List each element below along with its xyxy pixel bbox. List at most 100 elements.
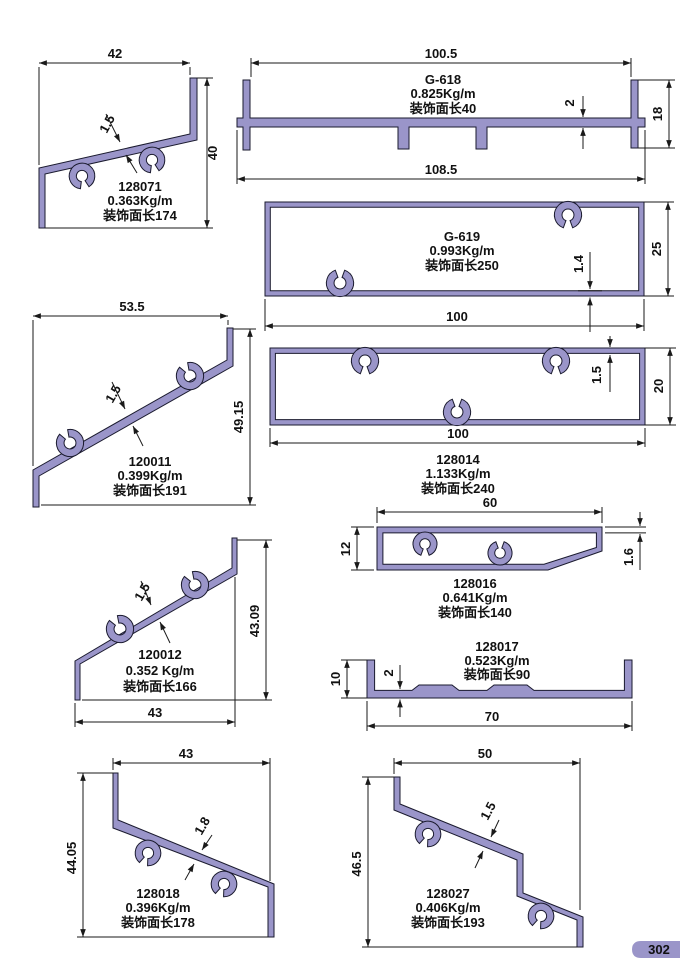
profile-g618: 100.5 2 18 108.5 G-618 0.825Kg/m 装饰面长40 [236,46,675,184]
dimension-height: 12 [338,526,374,571]
dimension-label: 43 [179,746,193,761]
screw-port-icon [541,346,571,375]
dimension-height: 25 [644,201,674,297]
profile-face-length: 装饰面长174 [102,208,177,223]
profile-face-length: 装饰面长178 [120,915,195,930]
profile-model: G-618 [425,72,461,87]
dimension-label: 42 [108,46,122,61]
dimension-label: 108.5 [425,162,458,177]
profile-label: 120012 0.352 Kg/m 装饰面长166 [122,647,197,694]
dimension-top-width: 100.5 [250,46,632,77]
profile-model: 128027 [426,886,469,901]
profile-128017: 10 2 70 128017 0.523Kg/m 装饰面长90 [328,639,633,731]
profile-outline [112,772,275,938]
profile-g619: 25 1.4 100 G-619 0.993Kg/m 装饰面长250 [264,200,674,332]
dimension-label: 50 [478,746,492,761]
profile-face-length: 装饰面长166 [122,679,197,694]
dimension-label: 2 [381,669,396,676]
profile-outline [376,526,603,571]
dimension-label: 70 [485,709,499,724]
dimension-label: 1.4 [571,254,586,273]
dimension-height: 40 [45,77,220,229]
dimension-label: 1.5 [477,799,499,822]
dimension-label: 2 [562,99,577,106]
page-number-badge: 302 [632,941,680,958]
dimension-height: 43.09 [82,539,272,701]
dimension-width: 43 [112,746,271,881]
dimension-width: 100 [264,299,645,331]
profile-model: 128018 [136,886,179,901]
dimension-label: 44.05 [64,842,79,875]
profile-label: G-619 0.993Kg/m 装饰面长250 [424,229,499,273]
profile-120012: 43.09 43 1.5 120012 0.352 Kg/m 装饰面长166 [74,537,272,727]
profile-model: 128016 [453,576,496,591]
profile-outline [393,776,584,948]
profile-model: 128014 [436,452,480,467]
profile-label: 128071 0.363Kg/m 装饰面长174 [102,179,177,223]
profile-128027: 50 46.5 1.5 128027 0.406Kg/m 装饰面长193 [349,746,584,948]
screw-port-icon [350,346,380,375]
page-number: 302 [648,942,670,957]
profile-outline [366,659,633,699]
dimension-label: 1.8 [191,814,213,837]
dimension-label: 100.5 [425,46,458,61]
dimension-label: 10 [328,672,343,686]
screw-port-icon [412,531,438,557]
profile-weight: 0.352 Kg/m [126,663,195,678]
profile-128016: 60 12 1.6 128016 0.641Kg/m 装饰面长140 [338,495,646,620]
screw-port-icon [553,200,583,229]
dimension-label: 53.5 [119,299,144,314]
profile-weight: 0.641Kg/m [442,590,507,605]
profile-weight: 0.825Kg/m [410,86,475,101]
dimension-label: 1.5 [589,366,604,384]
dimension-label: 25 [649,242,664,256]
dimension-thickness: 1.6 [605,512,646,570]
profile-label: 120011 0.399Kg/m 装饰面长191 [112,454,187,498]
profile-model: G-619 [444,229,480,244]
dimension-label: 1.6 [621,548,636,566]
profile-label: 128016 0.641Kg/m 装饰面长140 [437,576,512,620]
profile-label: 128014 1.133Kg/m 装饰面长240 [420,452,495,496]
dimension-label: 18 [650,107,665,121]
dimension-height: 49.15 [41,328,256,506]
dimension-web-thickness: 2 [562,96,586,149]
dimension-width: 70 [366,701,633,731]
profile-outline [236,79,646,151]
profile-128071: 42 40 1.5 128071 0.363Kg/m 装饰面长174 [38,46,220,229]
profile-128018: 43 44.05 1.8 128018 0.396Kg/m 装饰面长178 [64,746,275,938]
screw-port-icon [487,540,513,566]
profile-model: 128071 [118,179,161,194]
dimension-label: 46.5 [349,851,364,876]
dimension-width: 100 [269,426,646,447]
dimension-height: 20 [645,347,676,426]
badge-shape [632,941,680,958]
profile-face-length: 装饰面长90 [463,667,530,682]
profile-face-length: 装饰面长191 [112,483,187,498]
profile-face-length: 装饰面长40 [409,101,476,116]
dimension-thickness: 1.5 [131,580,171,644]
profile-outline [32,327,234,508]
profile-outline [74,537,238,701]
dimension-height: 10 [328,659,367,699]
dimension-label: 49.15 [231,401,246,434]
dimension-width: 43 [74,577,236,727]
dimension-label: 1.5 [102,382,124,405]
dimension-thickness: 2 [381,665,403,717]
profile-outline [269,347,646,426]
dimension-label: 40 [205,146,220,160]
dimension-label: 60 [483,495,497,510]
screw-port-icon [523,898,559,933]
profile-face-length: 装饰面长240 [420,481,495,496]
dimension-width: 42 [38,46,191,165]
profile-face-length: 装饰面长250 [424,258,499,273]
dimension-height: 18 [638,79,675,149]
profile-weight: 0.363Kg/m [107,193,172,208]
profile-weight: 0.993Kg/m [429,243,494,258]
profile-label: 128017 0.523Kg/m 装饰面长90 [463,639,530,682]
dimension-label: 43.09 [247,605,262,638]
screw-port-icon [442,398,472,427]
profile-face-length: 装饰面长193 [410,915,485,930]
dimension-label: 20 [651,379,666,393]
dimension-label: 12 [338,542,353,556]
